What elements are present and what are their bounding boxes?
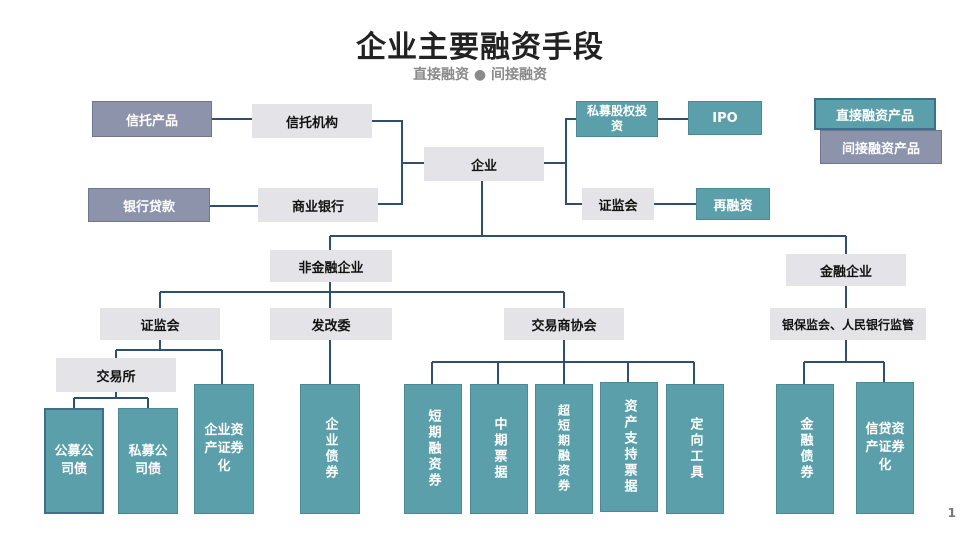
- nonfinancial-enterprise-box: 非金融企业: [270, 250, 392, 282]
- directional-instrument-box: 定向工具: [666, 384, 724, 514]
- page-number: 1: [947, 506, 956, 520]
- ipo-box: IPO: [688, 101, 762, 135]
- commercial-bank-box: 商业银行: [258, 188, 378, 222]
- ndrc-box: 发改委: [270, 308, 392, 340]
- super-short-financing-box: 超短期融资券: [535, 384, 593, 514]
- enterprise-box: 企业: [424, 147, 544, 181]
- medium-term-note-box: 中期票据: [470, 384, 528, 514]
- enterprise-abs-box: 企业资产证券化: [194, 384, 254, 514]
- financial-bond-box: 金融债券: [776, 384, 834, 514]
- public-corporate-bond-box: 公募公司债: [44, 408, 104, 514]
- enterprise-bond-box: 企业债券: [300, 384, 360, 514]
- cbrc-pboc-box: 银保监会、人民银行监管: [770, 308, 926, 340]
- csrc-top-box: 证监会: [582, 188, 654, 220]
- legend-indirect-financing: 间接融资产品: [820, 130, 942, 164]
- asset-backed-note-box: 资产支持票据: [600, 382, 658, 512]
- bank-loan-box: 银行贷款: [88, 188, 210, 222]
- legend-direct-financing: 直接融资产品: [814, 98, 936, 130]
- page-subtitle: 直接融资 ● 间接融资: [413, 67, 547, 83]
- trust-institution-box: 信托机构: [252, 104, 372, 138]
- exchange-box: 交易所: [56, 358, 176, 392]
- private-equity-box: 私募股权投资: [576, 101, 658, 137]
- trust-product-box: 信托产品: [92, 101, 212, 137]
- short-term-financing-box: 短期融资券: [404, 384, 462, 514]
- csrc-box: 证监会: [100, 308, 220, 340]
- nafmii-box: 交易商协会: [504, 308, 624, 340]
- private-corporate-bond-box: 私募公司债: [118, 408, 178, 514]
- page-title: 企业主要融资手段: [356, 30, 604, 65]
- credit-abs-box: 信贷资产证券化: [856, 382, 914, 514]
- financial-enterprise-box: 金融企业: [786, 254, 906, 286]
- refinancing-box: 再融资: [696, 188, 770, 220]
